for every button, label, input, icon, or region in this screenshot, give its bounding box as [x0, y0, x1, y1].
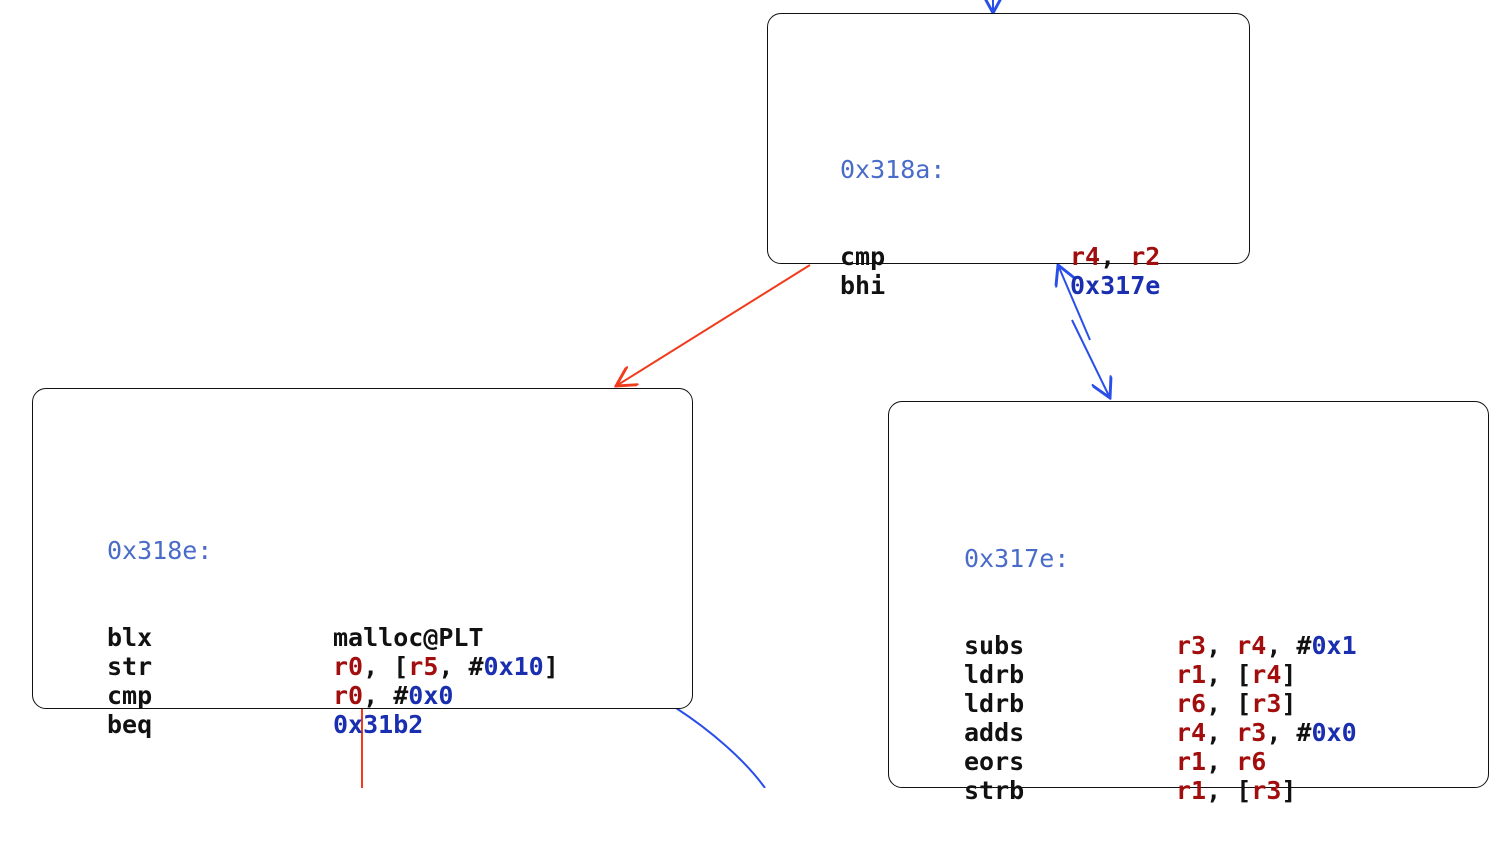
instruction-operands: r1, [r3] — [1176, 776, 1296, 805]
edge-0x318e-branch — [675, 707, 766, 788]
instruction-operands: r6, [r3] — [1176, 689, 1296, 718]
block-address: 0x318e: — [107, 536, 213, 565]
operand-reg: r3 — [1251, 689, 1282, 718]
operand-reg: r3 — [1176, 631, 1207, 660]
operand-punct: ] — [1281, 776, 1297, 805]
instruction-mnemonic: subs — [964, 631, 1025, 660]
operand-punct: , — [1206, 747, 1237, 776]
operand-punct: ] — [1281, 689, 1297, 718]
operand-punct: ] — [543, 652, 559, 681]
operand-punct: , # — [1266, 631, 1312, 660]
cfg-edges — [361, 0, 1498, 788]
instruction-mnemonic: eors — [964, 747, 1025, 776]
instruction-operands: r0, [r5, #0x10] — [333, 652, 559, 681]
operand-reg: r4 — [1176, 718, 1207, 747]
operand-reg: r5 — [408, 652, 439, 681]
operand-reg: r4 — [1251, 660, 1282, 689]
instruction-row: eors r1, r6 — [964, 747, 1357, 776]
instruction-row: blx malloc@PLT — [107, 623, 559, 652]
instruction-list: cmp r4, r2 bhi 0x317e — [840, 242, 1160, 300]
instruction-row: cmp r0, #0x0 — [107, 681, 559, 710]
instruction-operands: 0x317e — [1070, 271, 1160, 300]
instruction-mnemonic: str — [107, 652, 153, 681]
operand-imm: 0x0 — [408, 681, 454, 710]
operand-reg: r2 — [1130, 242, 1161, 271]
instruction-mnemonic: adds — [964, 718, 1025, 747]
operand-punct: , [ — [1206, 776, 1252, 805]
operand-punct: , # — [1266, 718, 1312, 747]
edge-0x317e-to-0x318a — [1058, 265, 1091, 341]
block-code: 0x318a: cmp r4, r2 bhi 0x317e — [840, 97, 1160, 358]
operand-reg: r0 — [333, 681, 364, 710]
operand-punct: , # — [438, 652, 484, 681]
instruction-row: ldrb r1, [r4] — [964, 660, 1357, 689]
operand-reg: r6 — [1176, 689, 1207, 718]
operand-punct: , — [1100, 242, 1131, 271]
instruction-mnemonic: beq — [107, 710, 153, 739]
instruction-mnemonic: blx — [107, 623, 153, 652]
instruction-operands: r4, r3, #0x0 — [1176, 718, 1357, 747]
instruction-row: cmp r4, r2 — [840, 242, 1160, 271]
instruction-row: bhi 0x317e — [840, 271, 1160, 300]
operand-reg: r0 — [333, 652, 364, 681]
operand-punct: , [ — [1206, 660, 1252, 689]
edge-0x318a-to-0x317e — [1071, 319, 1110, 398]
operand-punct: , [ — [363, 652, 409, 681]
instruction-mnemonic: strb — [964, 776, 1025, 805]
instruction-operands: r4, r2 — [1070, 242, 1160, 271]
instruction-mnemonic: bhi — [840, 271, 886, 300]
operand-reg: r4 — [1236, 631, 1267, 660]
instruction-operands: r3, r4, #0x1 — [1176, 631, 1357, 660]
instruction-operands: 0x31b2 — [333, 710, 423, 739]
operand-imm: 0x31b2 — [333, 710, 424, 739]
instruction-row: adds r4, r3, #0x0 — [964, 718, 1357, 747]
instruction-mnemonic: cmp — [840, 242, 886, 271]
operand-punct: ] — [1281, 660, 1297, 689]
operand-punct: , — [1206, 631, 1237, 660]
instruction-operands: r0, #0x0 — [333, 681, 453, 710]
operand-imm: 0x1 — [1311, 631, 1357, 660]
instruction-row: beq 0x31b2 — [107, 710, 559, 739]
operand-imm: 0x10 — [483, 652, 544, 681]
operand-reg: r1 — [1176, 660, 1207, 689]
instruction-row: str r0, [r5, #0x10] — [107, 652, 559, 681]
basic-block-0x318a[interactable]: 0x318a: cmp r4, r2 bhi 0x317e — [767, 13, 1250, 300]
operand-imm: 0x317e — [1070, 271, 1161, 300]
operand-reg: r1 — [1176, 776, 1207, 805]
operand-reg: r3 — [1236, 718, 1267, 747]
operand-reg: r4 — [1070, 242, 1101, 271]
instruction-operands: malloc@PLT — [333, 623, 484, 652]
operand-reg: r3 — [1251, 776, 1282, 805]
operand-reg: r1 — [1176, 747, 1207, 776]
instruction-row: strb r1, [r3] — [964, 776, 1357, 805]
instruction-row: ldrb r6, [r3] — [964, 689, 1357, 718]
instruction-mnemonic: ldrb — [964, 689, 1025, 718]
block-address: 0x317e: — [964, 544, 1070, 573]
operand-punct: , — [1206, 718, 1237, 747]
block-address: 0x318a: — [840, 155, 946, 184]
instruction-operands: r1, r6 — [1176, 747, 1266, 776]
instruction-mnemonic: ldrb — [964, 660, 1025, 689]
operand-sym: malloc@PLT — [333, 623, 484, 652]
operand-punct: , [ — [1206, 689, 1252, 718]
instruction-operands: r1, [r4] — [1176, 660, 1296, 689]
instruction-mnemonic: cmp — [107, 681, 153, 710]
operand-punct: , # — [363, 681, 409, 710]
operand-imm: 0x0 — [1311, 718, 1357, 747]
operand-reg: r6 — [1236, 747, 1267, 776]
edge-0x318a-to-0x318e — [616, 264, 811, 386]
instruction-row: subs r3, r4, #0x1 — [964, 631, 1357, 660]
